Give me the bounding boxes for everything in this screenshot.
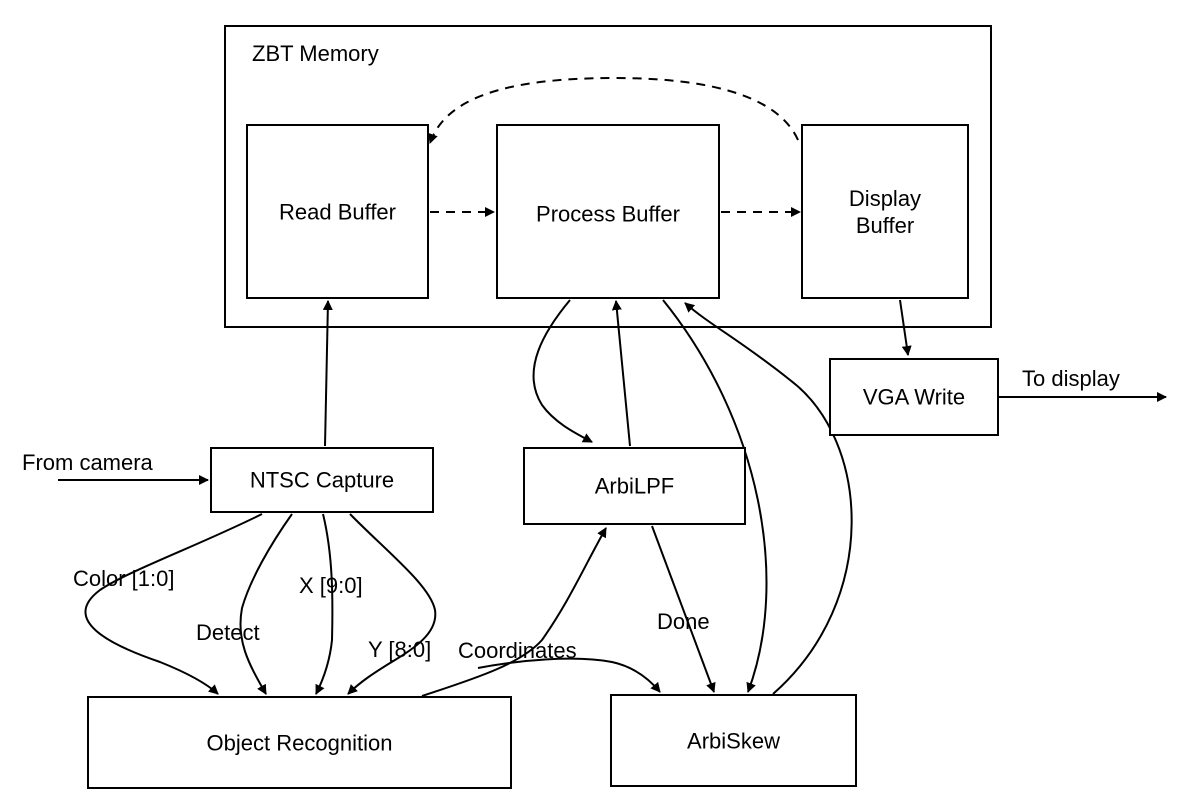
done-arrow (651, 525, 716, 693)
detect-label: Detect (196, 620, 260, 645)
ntsc-to-read-arrow (322, 300, 333, 447)
object-recognition-label: Object Recognition (206, 730, 393, 755)
read-buffer-block: Read Buffer (246, 124, 429, 299)
zbt-memory-container: ZBT Memory (224, 25, 992, 328)
lpf-to-process-arrow (611, 300, 631, 447)
display-buffer-block: Display Buffer (801, 124, 969, 299)
ntsc-capture-block: NTSC Capture (210, 447, 434, 513)
y-arrow (347, 513, 437, 695)
color-arrow (84, 513, 263, 695)
to-display-label: To display (1022, 366, 1120, 391)
arbiskew-block: ArbiSkew (610, 694, 857, 787)
process-buffer-label: Process Buffer (536, 201, 680, 227)
arbilpf-label: ArbiLPF (594, 473, 675, 499)
vga-write-label: VGA Write (862, 384, 966, 410)
read-buffer-label: Read Buffer (278, 199, 396, 224)
x-arrow (315, 513, 334, 695)
vga-write-block: VGA Write (829, 358, 999, 436)
ntsc-capture-label: NTSC Capture (249, 467, 395, 493)
detect-arrow (239, 513, 293, 695)
coordinates-arrow (477, 657, 661, 693)
x-label: X [9:0] (299, 573, 363, 598)
y-label: Y [8:0] (368, 637, 432, 662)
from-camera-label: From camera (22, 450, 153, 475)
process-buffer-block: Process Buffer (496, 124, 720, 299)
coordinates-label: Coordinates (458, 638, 577, 663)
done-label: Done (657, 609, 710, 634)
color-label: Color [1:0] (73, 566, 175, 591)
arbiskew-label: ArbiSkew (687, 728, 780, 753)
object-recognition-block: Object Recognition (87, 696, 512, 789)
process-to-skew-arrow (662, 299, 768, 693)
recognition-to-lpf-arrow (421, 527, 607, 697)
arbilpf-block: ArbiLPF (523, 447, 746, 525)
zbt-memory-title: ZBT Memory (252, 41, 379, 66)
skew-to-process-arrow (684, 302, 853, 695)
display-buffer-label: Display Buffer (848, 185, 922, 238)
process-to-lpf-arrow (532, 299, 593, 443)
